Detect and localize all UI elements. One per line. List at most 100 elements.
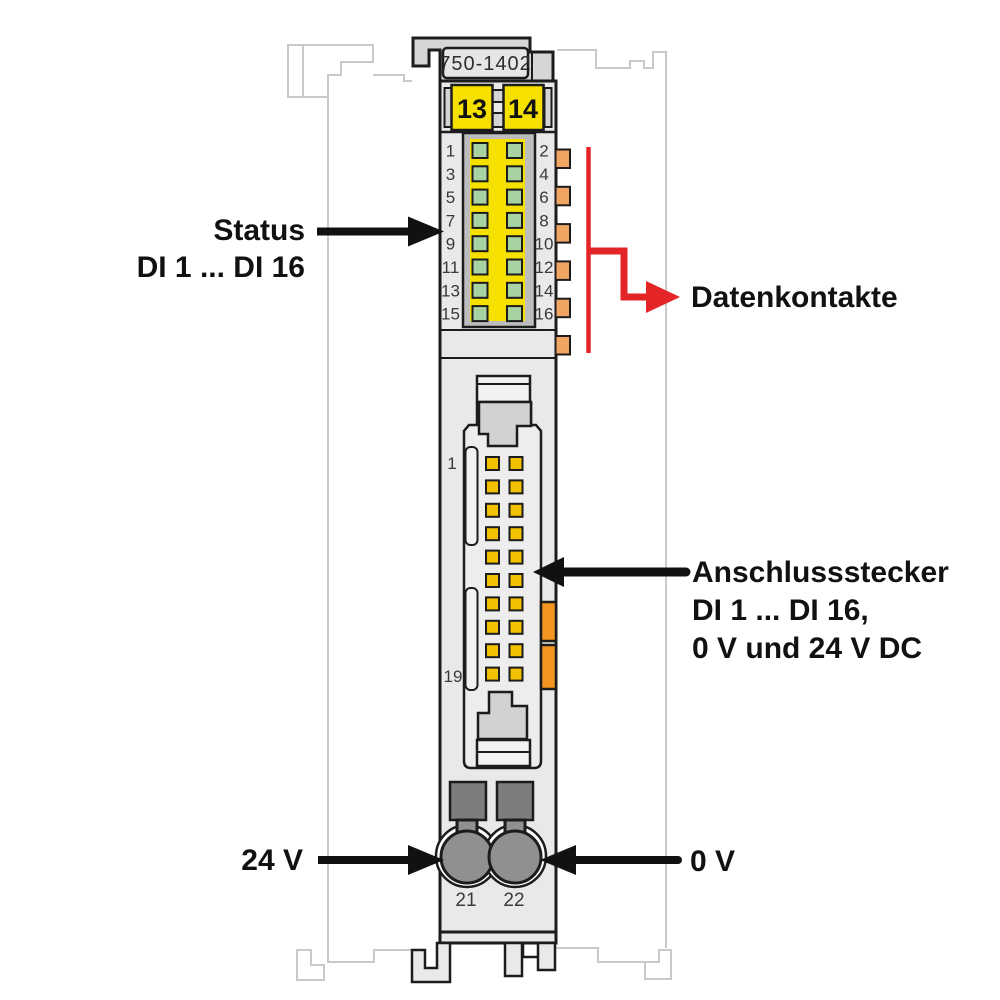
connector-label-line3: 0 V und 24 V DC — [692, 632, 922, 665]
jumper-side-tab-right — [543, 87, 553, 128]
part-number-label: 750-1402 — [439, 53, 532, 75]
supply-0v-arrowhead-icon — [540, 845, 576, 875]
status-label-line2: DI 1 ... DI 16 — [137, 251, 305, 284]
terminal-13-label: 13 — [457, 94, 487, 124]
led-row-number-left: 3 — [446, 165, 455, 184]
connector-pin — [508, 456, 524, 471]
led-row-number-left: 1 — [446, 142, 455, 161]
connector-pin — [485, 502, 500, 518]
connector-guide-slot-lower — [464, 587, 479, 691]
led-indicator — [506, 165, 523, 183]
pushbutton-21 — [448, 780, 488, 822]
led-indicator — [506, 235, 523, 253]
terminal-21-label: 21 — [455, 890, 476, 911]
led-row-number-right: 8 — [539, 211, 548, 230]
data-contact-tab — [554, 185, 571, 207]
neighbor-left-bottom-hook — [296, 949, 325, 981]
connector-pin — [485, 666, 500, 682]
supply-24v-arrowhead-icon — [408, 845, 444, 875]
supply-0v-label: 0 V — [690, 845, 735, 878]
terminal-22-contact — [487, 829, 543, 885]
connector-top-clip — [475, 374, 532, 404]
led-indicator — [471, 235, 489, 253]
connector-pin — [508, 643, 524, 659]
led-row-number-right: 4 — [539, 165, 548, 184]
datenkontakte-label: Datenkontakte — [691, 281, 898, 314]
connector-pin — [485, 479, 500, 495]
connector-pin — [508, 666, 524, 682]
foot-middle — [503, 941, 524, 978]
annotation-0v: 0 V — [540, 845, 735, 878]
led-indicator — [471, 142, 489, 159]
data-contact-tab — [554, 335, 571, 356]
jumper-mid-tab-lower — [491, 112, 505, 128]
led-indicator — [506, 281, 523, 299]
foot-left-claw — [410, 941, 452, 984]
connector-pin — [508, 619, 524, 635]
foot-right-notch — [521, 943, 538, 959]
red-arrowhead-icon — [646, 281, 680, 313]
connector-pin — [508, 479, 524, 495]
neighbor-left-hook — [287, 44, 304, 98]
jumper-mid-tab-upper — [491, 89, 505, 103]
led-indicator — [506, 258, 523, 276]
neighbor-right-bottom-hook — [644, 949, 672, 980]
connector-pin — [485, 526, 500, 542]
neighbor-module-outlines — [287, 44, 672, 981]
led-row-number-right: 10 — [535, 235, 554, 254]
status-arrowhead-icon — [408, 216, 444, 247]
connector-pin — [485, 596, 500, 612]
part-number-plate — [441, 46, 530, 80]
connector-label-line1: Anschlussstecker — [692, 556, 949, 589]
data-contacts-indicator — [586, 147, 680, 353]
led-row-number-left: 7 — [446, 211, 455, 230]
led-indicator — [506, 142, 523, 159]
annotation-24v: 24 V — [241, 844, 444, 877]
data-contact-tab — [554, 148, 571, 169]
connector-top-latch — [477, 400, 533, 448]
led-indicator — [471, 211, 489, 229]
data-contact-tabs — [554, 148, 571, 356]
din-rail-feet — [410, 941, 557, 984]
led-indicator — [471, 281, 489, 299]
neighbor-right-bottom — [556, 947, 645, 963]
annotation-status: Status DI 1 ... DI 16 — [137, 214, 444, 284]
led-indicator — [471, 165, 489, 183]
neighbor-left-bottom — [327, 948, 412, 963]
led-indicator — [506, 188, 523, 206]
connector-release-latch-upper — [539, 600, 558, 643]
connector-guide-slot-upper — [464, 446, 479, 546]
connector-pin — [485, 619, 500, 635]
connector-pin — [485, 456, 500, 471]
connector-label-line2: DI 1 ... DI 16, — [692, 594, 869, 627]
led-row-number-left: 5 — [446, 188, 455, 207]
led-indicator — [471, 188, 489, 206]
terminal-13-pad — [450, 83, 494, 132]
supply-24v-label: 24 V — [241, 844, 303, 877]
connector-release-latch-lower — [539, 643, 558, 691]
led-row-number-right: 2 — [539, 142, 548, 161]
power-terminal-section: 21 22 — [434, 780, 548, 911]
connector-pin — [508, 526, 524, 542]
terminal-14-label: 14 — [508, 94, 538, 124]
led-row-number-left: 11 — [442, 258, 460, 277]
led-row-number-right: 6 — [539, 188, 548, 207]
led-row-number-left: 15 — [441, 305, 460, 324]
connector-pin — [485, 549, 500, 565]
connector-pin — [508, 596, 524, 612]
led-row-number-right: 14 — [535, 281, 554, 300]
connector-pin — [485, 643, 500, 659]
led-row-number-left: 9 — [446, 235, 455, 254]
led-indicator — [506, 211, 523, 229]
pushbutton-22 — [495, 780, 535, 822]
power-jumper-contacts: 13 14 — [443, 83, 553, 132]
pin-19-label: 19 — [444, 667, 463, 686]
connector-pin-grid — [485, 456, 524, 682]
data-contact-tab — [554, 297, 571, 319]
led-row-number-left: 13 — [441, 281, 460, 300]
foot-right-claw — [536, 941, 557, 972]
neighbor-left-step — [303, 74, 412, 98]
led-indicator — [471, 305, 489, 323]
